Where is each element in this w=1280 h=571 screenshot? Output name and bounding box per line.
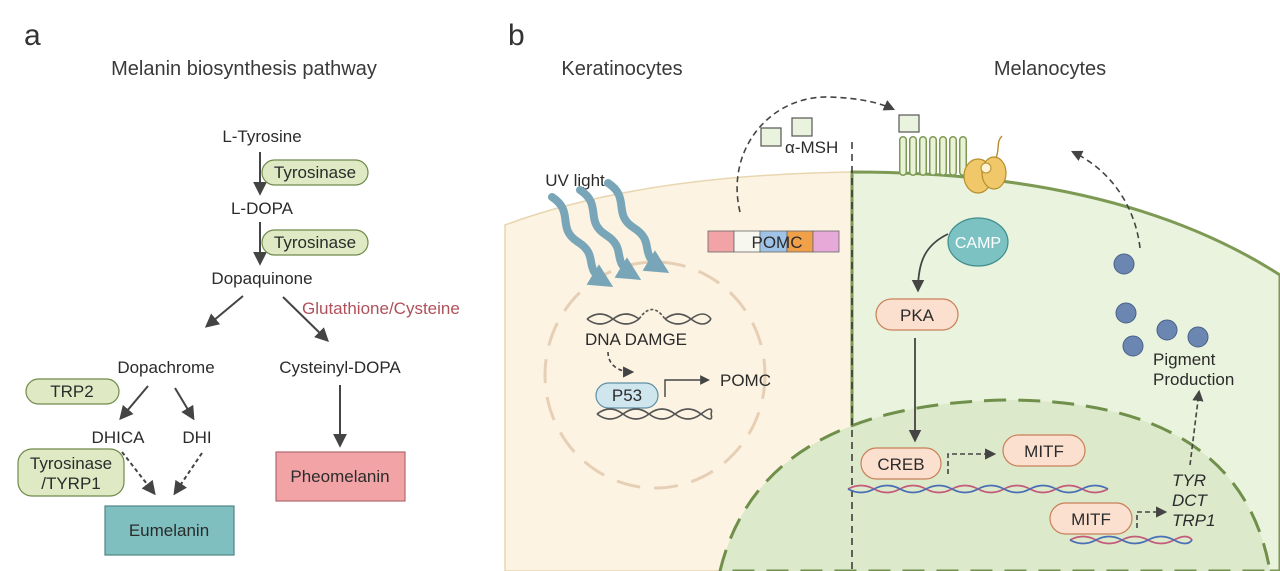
alpha-msh-secretion-arrow [736, 96, 896, 213]
mitf-1-label: MITF [1024, 442, 1064, 461]
enzyme-tyrosinase-1-label: Tyrosinase [274, 163, 356, 182]
panel-a-title: Melanin biosynthesis pathway [111, 58, 377, 80]
enzyme-tyrosinase-2: Tyrosinase [261, 229, 369, 256]
enzyme-trp2: TRP2 [25, 378, 120, 405]
arrow-camp-to-pka [911, 233, 949, 293]
arrow-to-dhica [119, 385, 149, 421]
mitf-dna-helix [1069, 535, 1193, 545]
node-l-tyrosine: L-Tyrosine [222, 127, 301, 146]
pomc-gene-label: POMC [720, 371, 771, 390]
node-dhi: DHI [182, 428, 211, 447]
node-cysteinyl-dopa: Cysteinyl-DOPA [279, 358, 401, 377]
gene-tyr: TYR [1172, 471, 1206, 490]
adenylyl-cyclase [963, 135, 1007, 194]
alpha-msh-peptide-1 [760, 127, 782, 147]
enzyme-tyrosinase-1: Tyrosinase [261, 159, 369, 186]
arrow-to-dhi [174, 387, 195, 421]
pka-label: PKA [900, 306, 935, 325]
damaged-dna-helix [586, 308, 712, 325]
mitf-protein-2: MITF [1049, 502, 1133, 535]
uv-rays [548, 179, 670, 287]
p53-protein: P53 [595, 382, 659, 409]
arrow-dhi-to-eumelanin [173, 452, 203, 496]
alpha-msh-peptide-2 [791, 117, 813, 137]
creb-label: CREB [877, 455, 924, 474]
camp-label: CAMP [955, 235, 1001, 252]
pka-protein: PKA [875, 298, 959, 331]
pomc-precursor: POMC [707, 230, 840, 253]
arrow-dhica-to-eumelanin [121, 451, 156, 496]
pomc-precursor-label: POMC [752, 233, 803, 252]
alpha-msh-label: α-MSH [785, 138, 838, 157]
enzyme-tyrosinase-tyrp1: Tyrosinase /TYRP1 [17, 448, 125, 497]
product-eumelanin: Eumelanin [104, 505, 235, 556]
arrow-to-cysteinyl-dopa [282, 296, 330, 342]
gene-trp1: TRP1 [1172, 511, 1215, 530]
camp-molecule: CAMP [947, 217, 1009, 267]
keratinocyte-nucleus [543, 260, 767, 490]
uv-light-label: UV light [545, 171, 605, 190]
keratinocytes-label: Keratinocytes [561, 58, 682, 80]
melanin-granules [1113, 253, 1209, 357]
node-dopaquinone: Dopaquinone [211, 269, 312, 288]
panel-a: a Melanin biosynthesis pathway L-Tyrosin… [17, 19, 460, 556]
arrow-creb-to-mitf [947, 448, 997, 474]
arrow-mitf-to-genes [1136, 506, 1168, 528]
panel-b: b Keratinocytes Melanocytes UV light POM… [504, 19, 1280, 571]
panel-b-letter: b [508, 19, 525, 52]
node-dopachrome: Dopachrome [117, 358, 214, 377]
p53-label: P53 [612, 386, 642, 405]
dna-damage-label: DNA DAMGE [585, 330, 687, 349]
mitf-2-label: MITF [1071, 510, 1111, 529]
arrow-to-dopachrome [204, 295, 244, 328]
mc1r-receptor [898, 114, 967, 176]
product-pheomelanin: Pheomelanin [275, 451, 406, 502]
node-dhica: DHICA [92, 428, 146, 447]
enzyme-tyrosinase-2-label: Tyrosinase [274, 233, 356, 252]
mitf-protein-1: MITF [1002, 434, 1086, 467]
gene-dct: DCT [1172, 491, 1209, 510]
node-l-dopa: L-DOPA [231, 199, 294, 218]
cofactor-glutathione-cysteine: Glutathione/Cysteine [302, 299, 460, 318]
pigment-label-line1: Pigment [1153, 350, 1216, 369]
creb-dna-helix [847, 484, 1109, 494]
enzyme-trp2-label: TRP2 [50, 382, 93, 401]
enzyme-tyrosinase-tyrp1-line1: Tyrosinase [30, 454, 112, 473]
arrow-p53-to-pomc [664, 375, 710, 397]
creb-protein: CREB [860, 447, 942, 480]
p53-dna-helix [596, 408, 713, 420]
panel-a-letter: a [24, 19, 41, 52]
enzyme-tyrosinase-tyrp1-line2: /TYRP1 [41, 474, 101, 493]
product-eumelanin-label: Eumelanin [129, 521, 209, 540]
arrow-pigment-export [1070, 150, 1141, 249]
pigment-label-line2: Production [1153, 370, 1234, 389]
melanocytes-label: Melanocytes [994, 58, 1106, 80]
product-pheomelanin-label: Pheomelanin [290, 467, 389, 486]
arrow-damage-to-p53 [607, 351, 635, 378]
arrow-genes-to-pigment [1189, 389, 1204, 466]
